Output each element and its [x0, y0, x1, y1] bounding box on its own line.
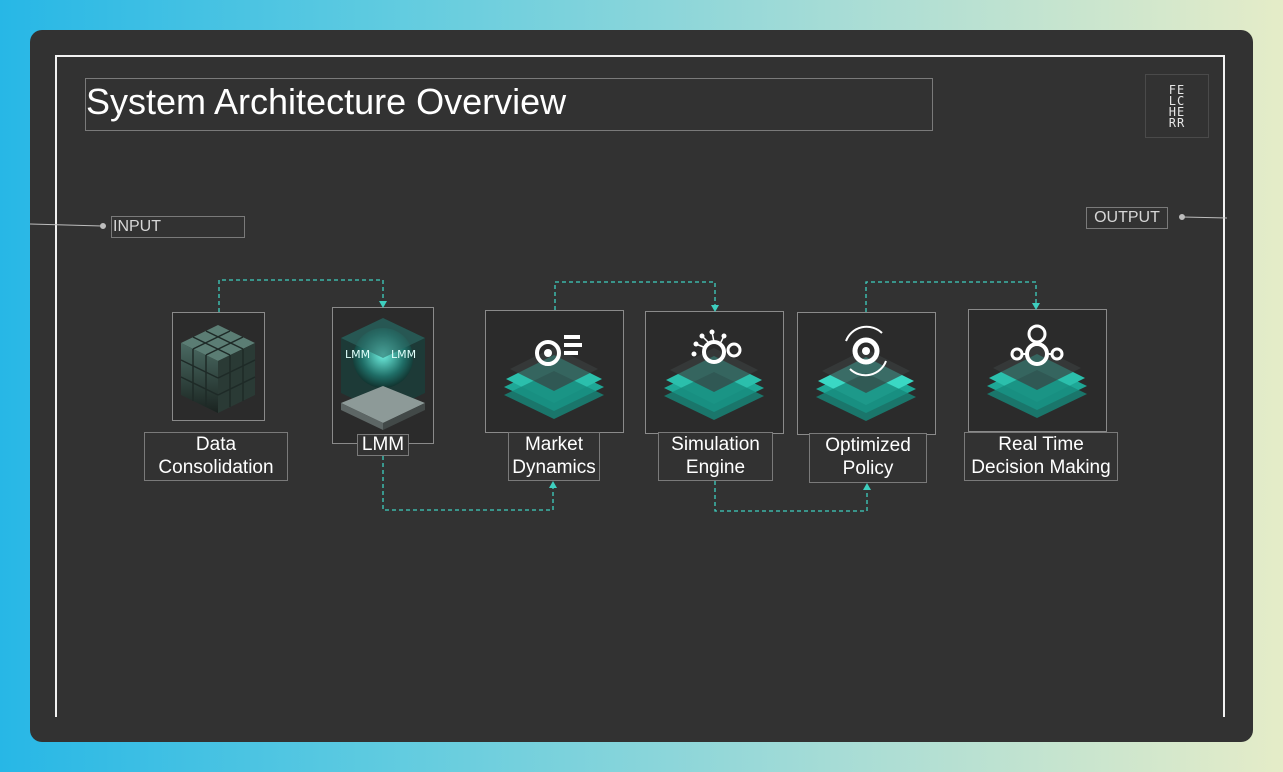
input-label: INPUT — [111, 216, 245, 238]
node-label-line: Optimized — [825, 435, 911, 456]
cube-grid-icon — [180, 325, 256, 413]
gear-chart-layers-icon — [504, 335, 604, 419]
gear-cycle-layers-icon — [816, 325, 916, 421]
node-label-line: Real Time — [998, 434, 1084, 455]
node-label-market-dynamics: Market Dynamics — [508, 432, 600, 481]
node-label-lmm: LMM — [357, 434, 409, 456]
node-image-optimized-policy — [797, 312, 936, 435]
node-label-line: Decision Making — [971, 457, 1111, 478]
output-label: OUTPUT — [1086, 207, 1168, 229]
page-title: System Architecture Overview — [85, 78, 933, 131]
node-image-simulation-engine — [645, 311, 784, 434]
gear-network-layers-icon — [664, 329, 764, 420]
node-image-real-time-decision — [968, 309, 1107, 432]
node-label-optimized-policy: Optimized Policy — [809, 433, 927, 483]
lmm-glass-cube-icon: LMM LMM — [341, 318, 425, 430]
slide-canvas — [55, 55, 1225, 717]
node-label-real-time-decision: Real Time Decision Making — [964, 432, 1118, 481]
node-image-lmm: LMM LMM — [332, 307, 434, 444]
node-label-line: Data — [195, 434, 237, 455]
svg-text:LMM: LMM — [345, 348, 370, 361]
gear-target-layers-icon — [987, 324, 1087, 418]
node-label-line: Market — [524, 434, 584, 455]
node-label-simulation-engine: Simulation Engine — [658, 432, 773, 481]
node-label-line: Simulation — [671, 434, 760, 455]
node-label-line: LMM — [361, 434, 405, 455]
node-image-data-consolidation — [172, 312, 265, 421]
node-label-data-consolidation: Data Consolidation — [144, 432, 288, 481]
node-label-line: Engine — [685, 457, 746, 478]
node-image-market-dynamics — [485, 310, 624, 433]
node-label-line: Dynamics — [512, 457, 596, 478]
node-label-line: Policy — [842, 458, 894, 479]
node-label-line: Consolidation — [158, 457, 274, 478]
svg-text:LMM: LMM — [391, 348, 416, 361]
